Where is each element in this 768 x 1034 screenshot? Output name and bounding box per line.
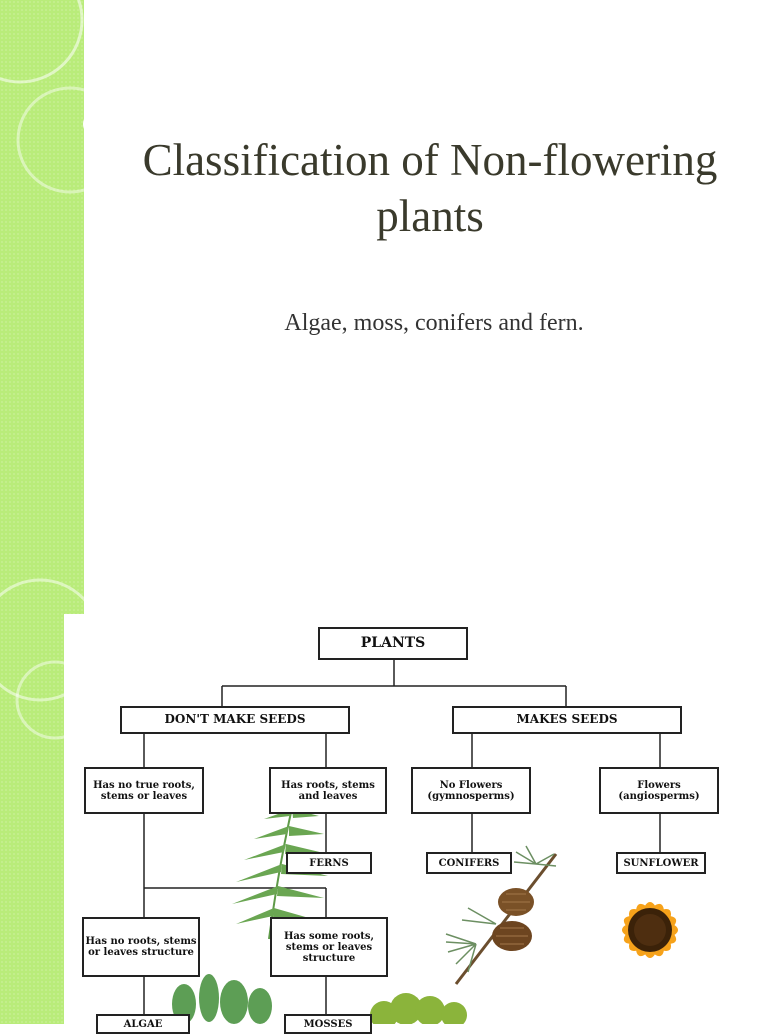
diagram-connectors xyxy=(143,660,661,1014)
slide-title: Classification of Non-flowering plants xyxy=(142,135,718,241)
classification-diagram: PLANTS DON'T MAKE SEEDS MAKES SEEDS Has … xyxy=(64,614,768,1034)
makes-seeds-node: MAKES SEEDS xyxy=(452,706,682,734)
sunflower-node: SUNFLOWER xyxy=(616,852,706,874)
green-side-band xyxy=(0,0,84,1024)
no-flowers-node: No Flowers (gymnosperms) xyxy=(411,767,531,814)
no-true-roots-node: Has no true roots, stems or leaves xyxy=(84,767,204,814)
dont-make-seeds-node: DON'T MAKE SEEDS xyxy=(120,706,350,734)
slide-subtitle: Algae, moss, conifers and fern. xyxy=(284,310,584,336)
some-roots-structure-node: Has some roots, stems or leaves structur… xyxy=(270,917,388,977)
flowers-node: Flowers (angiosperms) xyxy=(599,767,719,814)
has-roots-node: Has roots, stems and leaves xyxy=(269,767,387,814)
algae-icon xyxy=(172,974,272,1024)
algae-node: ALGAE xyxy=(96,1014,190,1034)
mosses-node: MOSSES xyxy=(284,1014,372,1034)
plants-node: PLANTS xyxy=(318,627,468,660)
no-roots-structure-node: Has no roots, stems or leaves structure xyxy=(82,917,200,977)
pine-cone-icon xyxy=(445,845,558,985)
sunflower-icon xyxy=(622,902,678,958)
ferns-node: FERNS xyxy=(286,852,372,874)
decorative-circles xyxy=(0,0,84,740)
moss-icon xyxy=(370,993,467,1024)
conifers-node: CONIFERS xyxy=(426,852,512,874)
